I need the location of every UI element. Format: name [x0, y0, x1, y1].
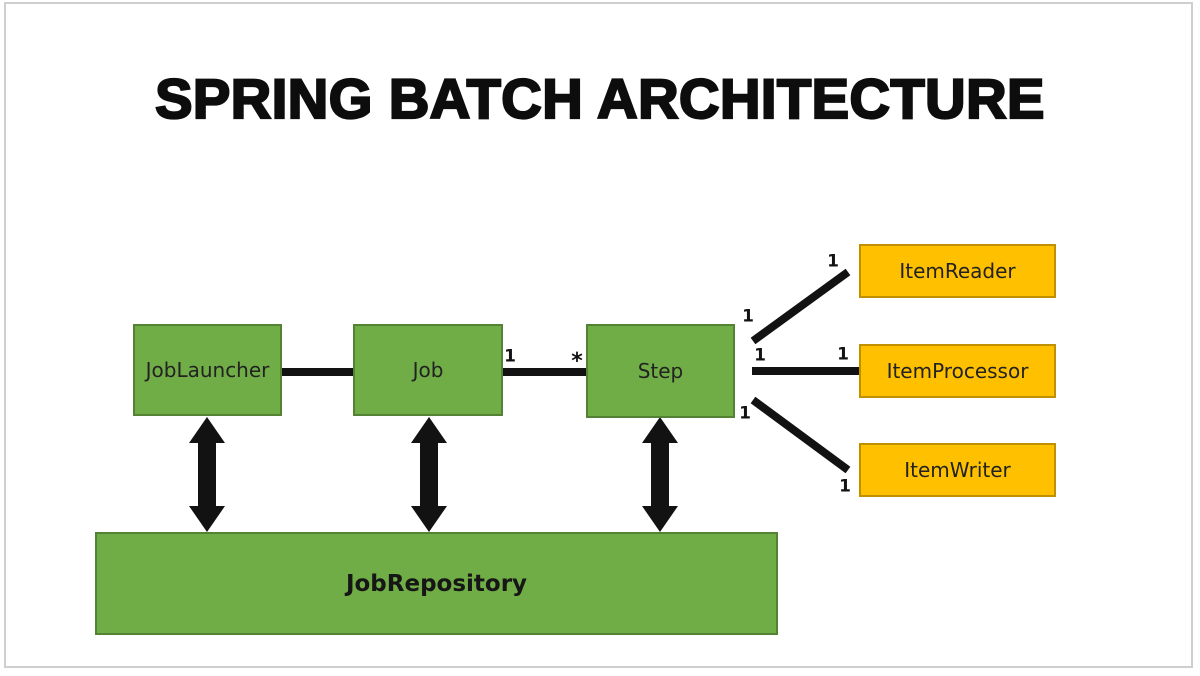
node-itemreader-label: ItemReader: [899, 259, 1016, 283]
node-itemreader: ItemReader: [859, 244, 1056, 298]
node-step-label: Step: [637, 359, 684, 383]
multiplicity-step-itemprocessor-source: 1: [754, 345, 766, 366]
node-job: Job: [353, 324, 503, 416]
node-itemwriter-label: ItemWriter: [904, 458, 1011, 482]
node-joblauncher: JobLauncher: [133, 324, 282, 416]
node-itemprocessor: ItemProcessor: [859, 344, 1056, 398]
node-jobrepository: JobRepository: [95, 532, 778, 635]
node-itemwriter: ItemWriter: [859, 443, 1056, 497]
node-step: Step: [586, 324, 735, 418]
node-jobrepository-label: JobRepository: [345, 570, 528, 597]
node-job-label: Job: [412, 358, 444, 382]
node-itemprocessor-label: ItemProcessor: [886, 359, 1029, 383]
double-arrow-step-jobrepository: [642, 417, 678, 532]
multiplicity-job-step-source: 1: [504, 346, 516, 367]
double-arrow-job-jobrepository: [411, 417, 447, 532]
multiplicity-job-step-target: *: [571, 349, 583, 374]
edge-step-itemwriter: [750, 396, 851, 474]
multiplicity-step-itemwriter-source: 1: [739, 403, 751, 424]
multiplicity-step-itemreader-source: 1: [742, 306, 754, 327]
multiplicity-step-itemprocessor-target: 1: [837, 344, 849, 365]
multiplicity-step-itemreader-target: 1: [827, 251, 839, 272]
double-arrow-joblauncher-jobrepository: [189, 417, 225, 532]
multiplicity-step-itemwriter-target: 1: [839, 476, 851, 497]
edge-step-itemreader: [750, 268, 851, 345]
page-title: SPRING BATCH ARCHITECTURE: [154, 66, 1046, 131]
node-joblauncher-label: JobLauncher: [145, 358, 270, 382]
